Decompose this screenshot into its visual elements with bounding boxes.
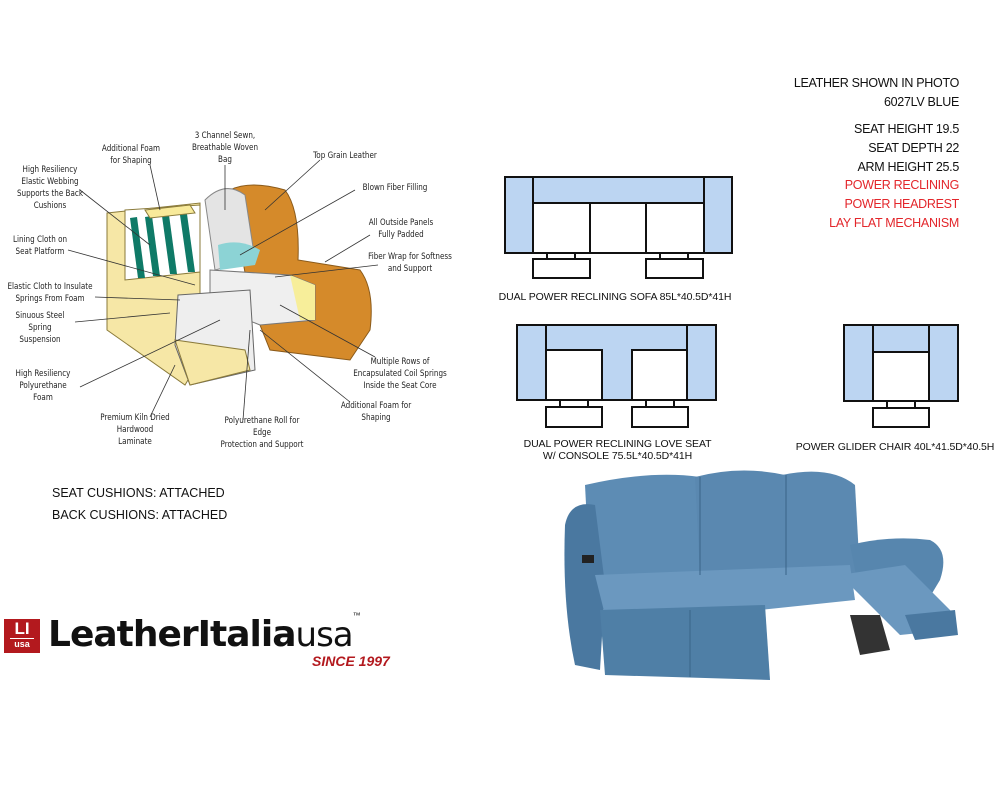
- label-kiln-dried: Premium Kiln Dried Hardwood Laminate: [100, 413, 170, 447]
- back-cushions-spec: BACK CUSHIONS: ATTACHED: [52, 508, 228, 522]
- label-elastic-cloth: Elastic Cloth to Insulate Springs From F…: [7, 282, 93, 304]
- sofa-photo: [564, 470, 958, 680]
- label-hr-foam: High Resiliency Polyurethane Foam: [15, 369, 71, 403]
- floorplan-drawings: [504, 176, 959, 428]
- label-sinuous-steel: Sinuous Steel Spring Suspension: [15, 311, 65, 345]
- sofa-floorplan: [504, 176, 733, 279]
- power-button-icon: [582, 555, 594, 563]
- label-poly-roll: Polyurethane Roll for Edge Protection an…: [220, 416, 304, 450]
- label-lining-cloth: Lining Cloth on Seat Platform: [12, 235, 68, 257]
- label-top-grain-leather: Top Grain Leather: [313, 151, 377, 161]
- feature-lay-flat: LAY FLAT MECHANISM: [829, 216, 959, 230]
- leather-spec: LEATHER SHOWN IN PHOTO 6027LV BLUE: [794, 74, 959, 112]
- logo-badge-bottom: usa: [10, 638, 34, 650]
- loveseat-caption: DUAL POWER RECLINING LOVE SEAT W/ CONSOL…: [523, 438, 712, 462]
- dimension-specs: SEAT HEIGHT 19.5 SEAT DEPTH 22 ARM HEIGH…: [854, 120, 959, 177]
- leather-color: 6027LV BLUE: [884, 95, 959, 109]
- feature-list: POWER RECLINING POWER HEADREST LAY FLAT …: [829, 176, 959, 233]
- seat-height: SEAT HEIGHT 19.5: [854, 122, 959, 136]
- logo-name: LeatherItalia: [48, 614, 297, 655]
- label-additional-foam-top: Additional Foam for Shaping: [101, 144, 161, 166]
- label-outside-panels: All Outside Panels Fully Padded: [368, 218, 434, 240]
- feature-power-headrest: POWER HEADREST: [844, 197, 959, 211]
- loveseat-floorplan: [516, 324, 717, 428]
- label-coil-springs: Multiple Rows of Encapsulated Coil Sprin…: [353, 357, 447, 391]
- logo-badge-top: LI: [14, 619, 30, 638]
- label-channel-sewn-bag: 3 Channel Sewn, Breathable Woven Bag: [191, 131, 259, 165]
- logo-suffix: usa: [295, 615, 354, 655]
- arm-height: ARM HEIGHT 25.5: [857, 160, 959, 174]
- label-additional-foam-bottom: Additional Foam for Shaping: [340, 401, 412, 423]
- brand-logo: LI usa LeatherItaliausa™ SINCE 1997: [4, 611, 454, 677]
- logo-since: SINCE 1997: [312, 653, 390, 669]
- chair-caption: POWER GLIDER CHAIR 40L*41.5D*40.5H: [795, 441, 995, 453]
- logo-badge: LI usa: [4, 619, 40, 653]
- seat-cushions-spec: SEAT CUSHIONS: ATTACHED: [52, 486, 225, 500]
- label-fiber-wrap: Fiber Wrap for Softness and Support: [368, 252, 452, 274]
- logo-tm: ™: [352, 611, 361, 620]
- label-blown-fiber: Blown Fiber Filling: [362, 183, 428, 193]
- chair-floorplan: [843, 324, 959, 428]
- construction-cutaway-illustration: [67, 159, 379, 421]
- leather-label: LEATHER SHOWN IN PHOTO: [793, 76, 959, 90]
- seat-depth: SEAT DEPTH 22: [868, 141, 959, 155]
- sofa-caption: DUAL POWER RECLINING SOFA 85L*40.5D*41H: [498, 291, 732, 303]
- feature-power-reclining: POWER RECLINING: [844, 178, 960, 192]
- label-elastic-webbing: High Resiliency Elastic Webbing Supports…: [16, 165, 84, 211]
